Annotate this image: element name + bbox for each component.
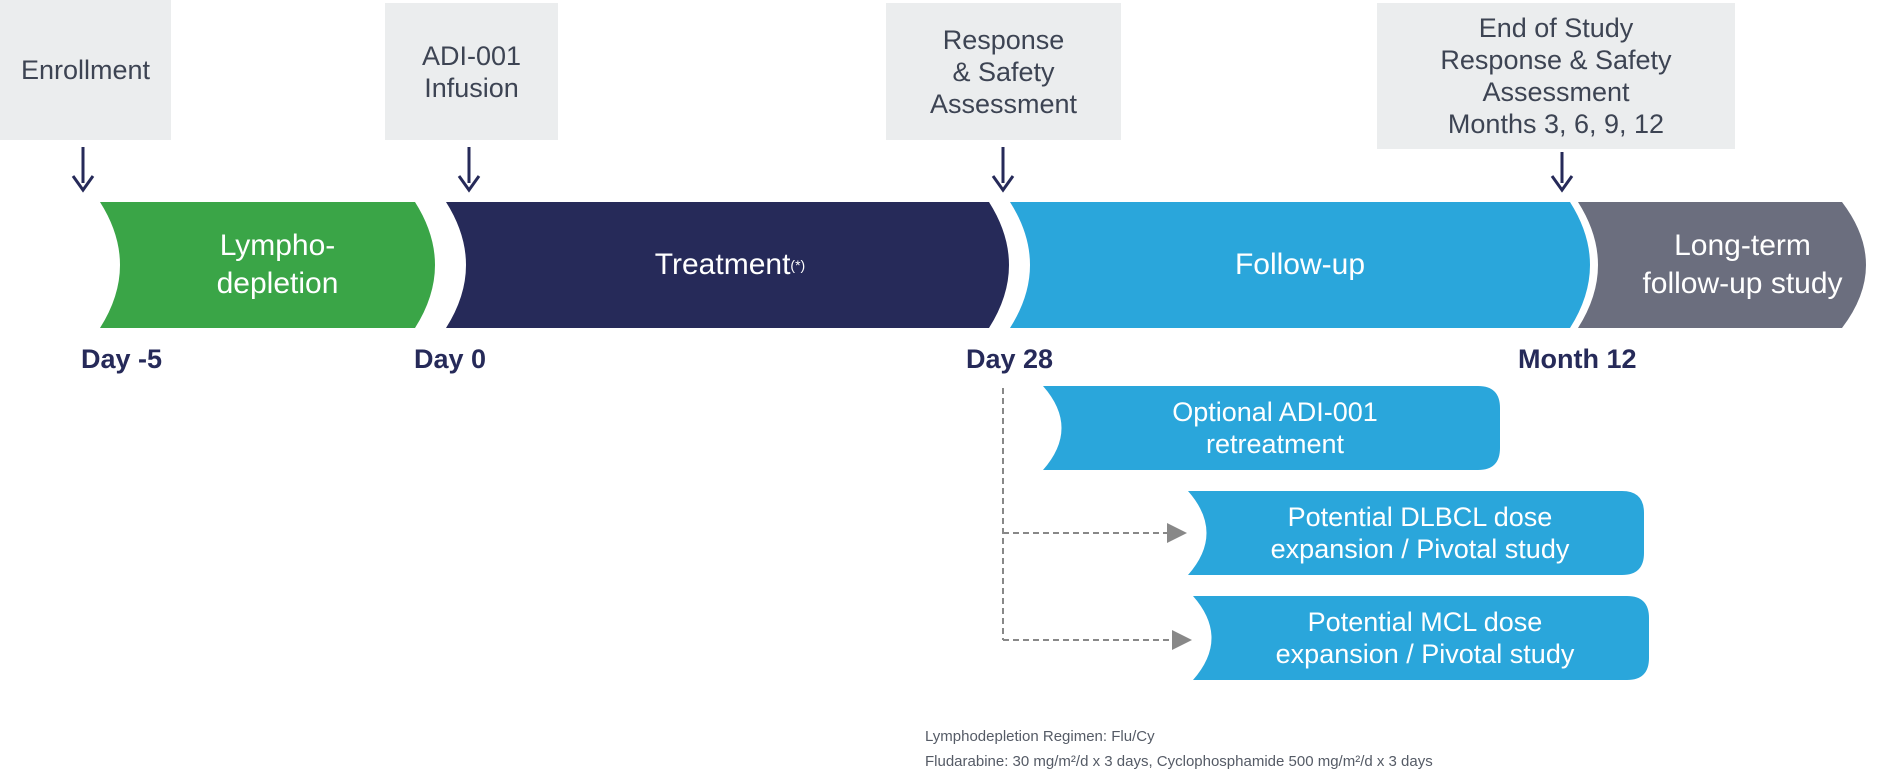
day-28-label: Day 28	[966, 344, 1054, 374]
dlbcl-option-shape	[1188, 491, 1644, 575]
response-arrow	[991, 147, 1015, 193]
treatment-footnote-mark: (*)	[790, 257, 806, 273]
enrollment-box: Enrollment	[0, 0, 171, 140]
treatment-label: Treatment(*)	[560, 202, 900, 328]
footnote-regimen: Lymphodepletion Regimen: Flu/Cy	[925, 728, 1155, 745]
retreatment-option-label: Optional ADI-001 retreatment	[1172, 397, 1378, 459]
end-of-study-box: End of Study Response & Safety Assessmen…	[1377, 3, 1735, 149]
longterm-label: Long-term follow-up study	[1642, 229, 1843, 300]
month-12-label: Month 12	[1518, 344, 1637, 374]
followup-label: Follow-up	[1234, 248, 1366, 281]
lymphodepletion-phase-shape	[100, 202, 435, 328]
lymphodepletion-label: Lympho- depletion	[216, 229, 339, 300]
branch-connectors	[1002, 388, 1192, 650]
followup-phase-shape	[1010, 202, 1590, 328]
mcl-option-shape	[1193, 596, 1649, 680]
response-assessment-box: Response & Safety Assessment	[886, 3, 1121, 140]
end-of-study-arrow	[1550, 152, 1574, 193]
dlbcl-option-label: Potential DLBCL dose expansion / Pivotal…	[1270, 502, 1570, 564]
mcl-option-label: Potential MCL dose expansion / Pivotal s…	[1275, 607, 1575, 669]
footnote-doses: Fludarabine: 30 mg/m²/d x 3 days, Cyclop…	[925, 753, 1433, 770]
longterm-phase-shape	[1578, 202, 1866, 328]
day-0-label: Day 0	[414, 344, 487, 374]
treatment-text: Treatment	[654, 248, 791, 281]
enrollment-arrow	[71, 147, 95, 193]
day-minus-5-label: Day -5	[81, 344, 163, 374]
infusion-arrow	[457, 147, 481, 193]
retreatment-option-shape	[1043, 386, 1500, 470]
treatment-phase-shape	[446, 202, 1009, 328]
infusion-box: ADI-001 Infusion	[385, 3, 558, 140]
